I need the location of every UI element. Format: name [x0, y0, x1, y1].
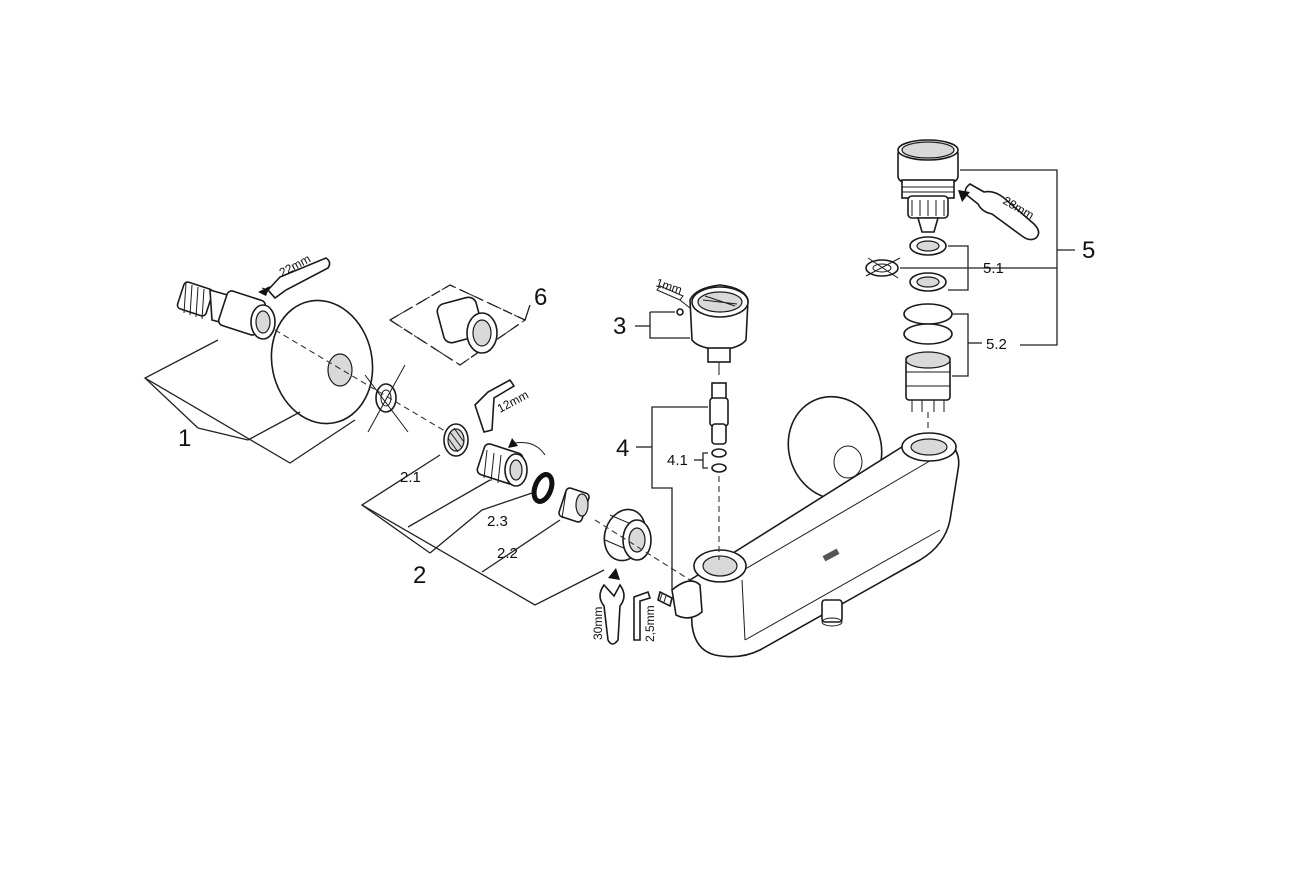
label-2: 2	[413, 562, 426, 589]
label-6: 6	[534, 284, 547, 311]
wrench-28mm: 28mm	[958, 183, 1040, 241]
tool-1mm-label: 1mm	[654, 276, 684, 298]
hexkey-12mm: 12mm	[474, 378, 531, 433]
wrench-30mm: 30mm	[591, 568, 625, 645]
label-2-1: 2.1	[400, 469, 421, 486]
part-1-s-union	[143, 281, 461, 464]
label-5-1: 5.1	[983, 260, 1004, 277]
part-3-handle	[635, 284, 749, 375]
wrench-22mm: 22mm	[258, 252, 331, 300]
part-2-group	[360, 423, 691, 606]
mixer-body	[671, 395, 960, 658]
part-5-cartridge	[865, 139, 1075, 432]
label-2-3: 2.3	[487, 513, 508, 530]
tool-2-5mm-label: 2,5mm	[643, 605, 657, 642]
label-4-1: 4.1	[667, 452, 688, 469]
part-4-spindle	[636, 382, 729, 590]
label-1: 1	[178, 425, 191, 452]
label-4: 4	[616, 435, 629, 462]
hexkey-1mm: 1mm	[654, 276, 691, 309]
brand-badge	[822, 548, 840, 562]
label-3: 3	[613, 313, 626, 340]
tool-30mm-label: 30mm	[591, 607, 605, 640]
label-5: 5	[1082, 237, 1095, 264]
label-2-2: 2.2	[497, 545, 518, 562]
label-5-2: 5.2	[986, 336, 1007, 353]
part-6-adapter	[388, 284, 531, 366]
hexkey-2-5mm: 2,5mm	[633, 590, 673, 642]
